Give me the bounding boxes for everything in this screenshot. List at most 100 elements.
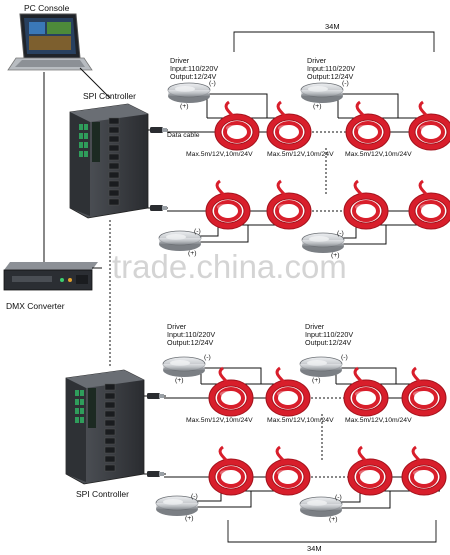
polarity-negative-label: (-): [194, 228, 201, 235]
controller-port: [80, 408, 84, 414]
driver-label: Driver: [307, 56, 327, 65]
power-driver-icon: [162, 356, 206, 378]
driver-output-label: Output:12/24V: [305, 338, 352, 347]
power-driver-icon: [300, 82, 344, 104]
controller-port: [84, 133, 88, 139]
controller-socket: [108, 180, 120, 188]
polarity-negative-label: (-): [341, 354, 348, 361]
controller-port: [75, 399, 79, 405]
polarity-positive-label: (+): [312, 377, 321, 384]
controller-socket: [108, 117, 120, 125]
max-length-label: Max.5m/12V,10m/24V: [186, 417, 253, 424]
polarity-positive-label: (+): [331, 252, 340, 259]
max-length-label: Max.5m/12V,10m/24V: [267, 417, 334, 424]
led-rope-coil-icon: [405, 368, 443, 413]
distance-label-top: 34M: [325, 22, 340, 31]
controller-port: [75, 390, 79, 396]
distance-label-bottom: 34M: [307, 544, 322, 553]
led-rope-coil-icon: [212, 368, 250, 413]
driver-input-label: Input:110/220V: [307, 64, 355, 73]
led-rope-coil-icon: [347, 181, 385, 226]
controller-socket: [104, 455, 116, 463]
polarity-negative-label: (-): [335, 494, 342, 501]
spi-controller-top-label: SPI Controller: [83, 91, 136, 101]
controller-port: [80, 390, 84, 396]
driver-input-label: Input:110/220V: [167, 330, 215, 339]
polarity-negative-label: (-): [342, 80, 349, 87]
data-plug-icon: [150, 205, 167, 211]
spi-controller-bottom-label: SPI Controller: [76, 489, 129, 499]
controller-socket: [104, 383, 116, 391]
led-rope-coil-icon: [209, 181, 247, 226]
controller-port: [79, 133, 83, 139]
driver-label: Driver: [170, 56, 190, 65]
controller-port: [75, 408, 79, 414]
power-driver-icon: [167, 82, 211, 104]
spi-controller-top: [69, 103, 149, 219]
power-driver-icon: [299, 356, 343, 378]
driver-output-label: Output:12/24V: [170, 72, 217, 81]
driver-output-label: Output:12/24V: [307, 72, 354, 81]
led-rope-coil-icon: [347, 368, 385, 413]
controller-socket: [104, 401, 116, 409]
controller-port: [79, 142, 83, 148]
controller-socket: [104, 428, 116, 436]
dmx-converter-label: DMX Converter: [6, 301, 65, 311]
max-length-label: Max.5m/12V,10m/24V: [267, 151, 334, 158]
polarity-negative-label: (-): [191, 493, 198, 500]
controller-socket: [108, 198, 120, 206]
polarity-negative-label: (-): [337, 230, 344, 237]
polarity-positive-label: (+): [180, 103, 189, 110]
controller-socket: [104, 419, 116, 427]
spi-controller-bottom: [65, 369, 145, 485]
controller-socket: [108, 135, 120, 143]
distance-dimension-top: [233, 31, 435, 52]
controller-port: [79, 124, 83, 130]
watermark-text: trade.china.com: [112, 248, 347, 285]
data-plug-icon: [150, 127, 167, 133]
controller-socket: [104, 446, 116, 454]
controller-socket: [104, 437, 116, 445]
led-rope-coil-icon: [349, 102, 387, 147]
polarity-negative-label: (-): [209, 80, 216, 87]
driver-label: Driver: [167, 322, 187, 331]
max-length-label: Max.5m/12V,10m/24V: [345, 417, 412, 424]
controller-socket: [108, 126, 120, 134]
dmx-converter-device: [3, 262, 98, 291]
pc-console-laptop-icon: [7, 13, 93, 71]
max-length-label: Max.5m/12V,10m/24V: [186, 151, 253, 158]
led-rope-coil-icon: [405, 447, 443, 492]
controller-port: [84, 124, 88, 130]
controller-socket: [108, 153, 120, 161]
polarity-negative-label: (-): [204, 354, 211, 361]
driver-input-label: Input:110/220V: [305, 330, 353, 339]
controller-port: [75, 417, 79, 423]
distance-dimension-bottom: [227, 520, 437, 543]
led-rope-coil-icon: [412, 102, 450, 147]
driver-label: Driver: [305, 322, 325, 331]
controller-socket: [104, 464, 116, 472]
led-rope-coil-icon: [269, 447, 307, 492]
controller-socket: [108, 162, 120, 170]
data-cable-label: Data cable: [167, 132, 200, 139]
controller-socket: [104, 392, 116, 400]
driver-output-label: Output:12/24V: [167, 338, 214, 347]
controller-socket: [108, 189, 120, 197]
led-rope-coil-icon: [270, 102, 308, 147]
max-length-label: Max.5m/12V,10m/24V: [345, 151, 412, 158]
controller-port: [80, 417, 84, 423]
controller-port: [84, 142, 88, 148]
controller-socket: [108, 171, 120, 179]
polarity-positive-label: (+): [185, 515, 194, 522]
controller-socket: [104, 410, 116, 418]
polarity-positive-label: (+): [313, 103, 322, 110]
polarity-positive-label: (+): [188, 250, 197, 257]
led-rope-coil-icon: [269, 368, 307, 413]
controller-port: [79, 151, 83, 157]
led-rope-coil-icon: [218, 102, 256, 147]
pc-console-label: PC Console: [24, 3, 70, 13]
controller-port: [84, 151, 88, 157]
led-rope-coil-icon: [351, 447, 389, 492]
driver-input-label: Input:110/220V: [170, 64, 218, 73]
